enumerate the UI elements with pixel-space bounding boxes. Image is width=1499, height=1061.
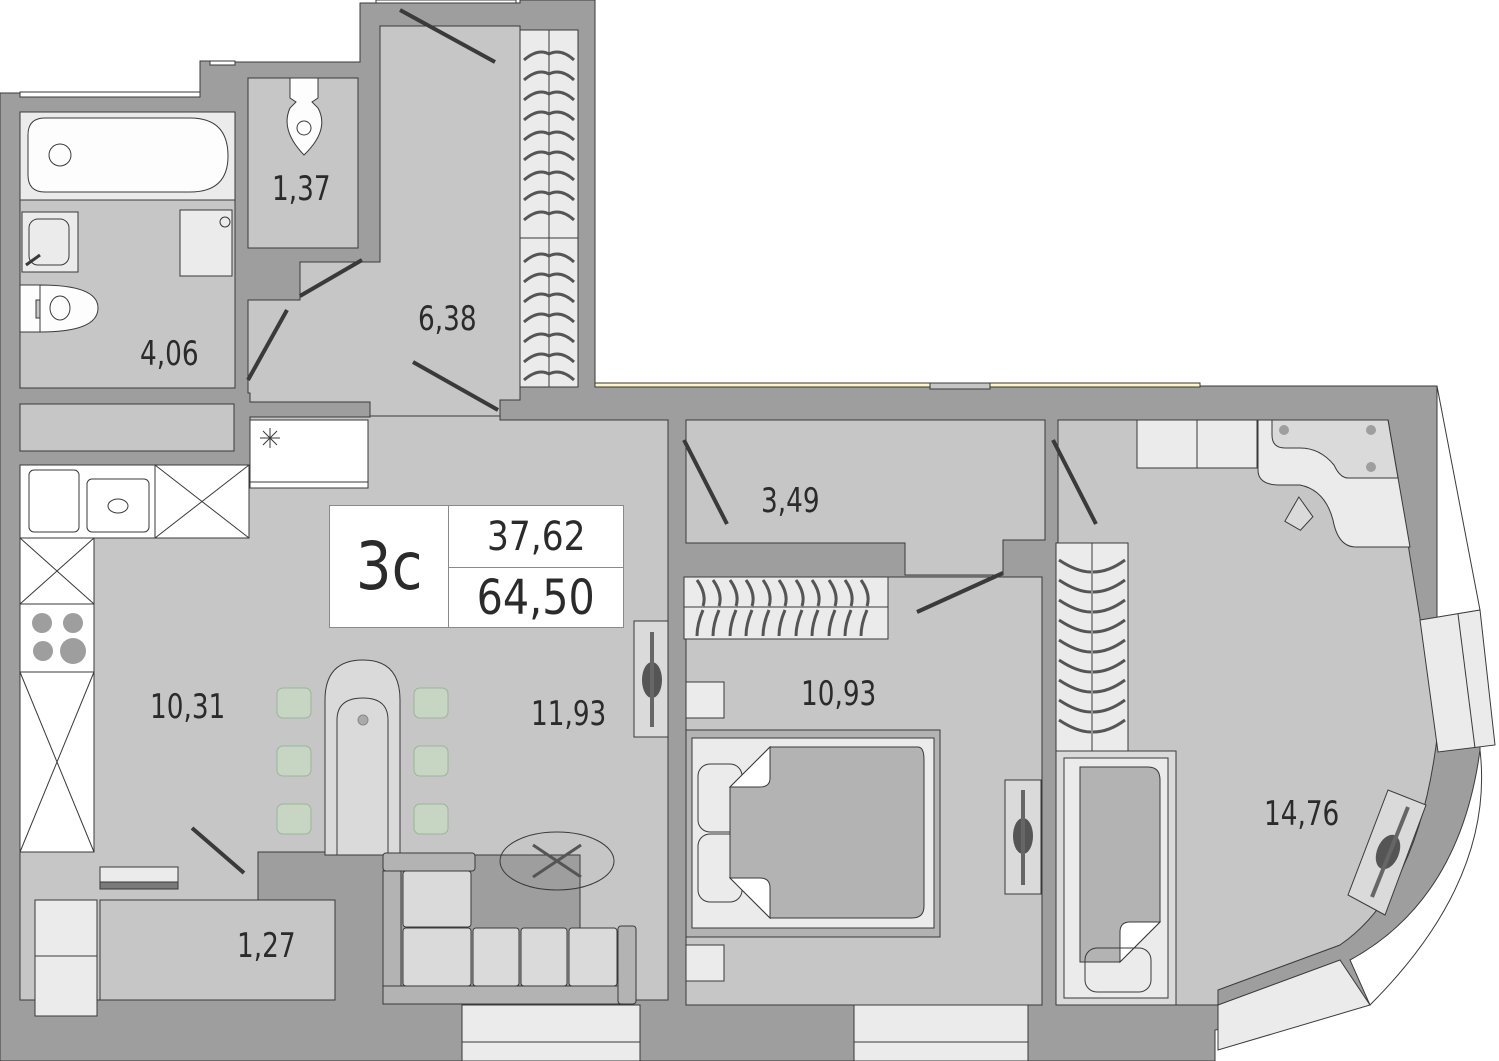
room-area-bedroom: 10,93 bbox=[801, 674, 877, 714]
floor-hallway bbox=[247, 25, 521, 417]
storage-shelves bbox=[34, 866, 179, 1017]
living-area: 37,62 bbox=[449, 506, 623, 568]
bathtub bbox=[19, 111, 236, 201]
room-area-kitchen: 10,31 bbox=[150, 687, 226, 727]
room-area-living-room: 11,93 bbox=[531, 694, 607, 734]
apartment-summary-badge: 3с 37,62 64,50 bbox=[329, 505, 624, 628]
nightstands bbox=[685, 681, 725, 982]
washbasin bbox=[21, 211, 79, 273]
tv-unit-living bbox=[633, 620, 669, 738]
sofa bbox=[382, 852, 637, 1005]
room-area-master-bedroom: 14,76 bbox=[1264, 794, 1340, 834]
dining-chairs bbox=[276, 687, 449, 835]
floor-storage bbox=[99, 899, 336, 1001]
kitchen-cabinets bbox=[19, 419, 369, 853]
wardrobe-bedroom bbox=[683, 576, 889, 640]
room-area-bathroom: 4,06 bbox=[140, 334, 199, 374]
room-area-corridor: 3,49 bbox=[761, 481, 820, 521]
double-bed bbox=[685, 729, 941, 938]
wardrobe-hallway bbox=[519, 29, 579, 388]
coffee-table bbox=[499, 831, 615, 891]
room-area-hallway: 6,38 bbox=[418, 299, 477, 339]
single-bed bbox=[1055, 750, 1177, 1006]
tv-unit-bedroom bbox=[1004, 779, 1042, 895]
toilet-wc bbox=[286, 77, 323, 156]
desk bbox=[1136, 419, 1411, 548]
toilet-bathroom bbox=[19, 284, 99, 333]
windows bbox=[19, 0, 1496, 1061]
wardrobe-master bbox=[1055, 542, 1129, 752]
floor-niche bbox=[19, 403, 235, 452]
apartment-type: 3с bbox=[330, 506, 449, 627]
doors bbox=[190, 8, 1098, 875]
tv-unit-master bbox=[1347, 789, 1427, 916]
total-area: 64,50 bbox=[476, 569, 596, 626]
washing-machine bbox=[179, 209, 233, 277]
room-area-storage: 1,27 bbox=[237, 926, 296, 966]
room-area-toilet: 1,37 bbox=[272, 169, 331, 209]
dining-table bbox=[324, 659, 401, 856]
